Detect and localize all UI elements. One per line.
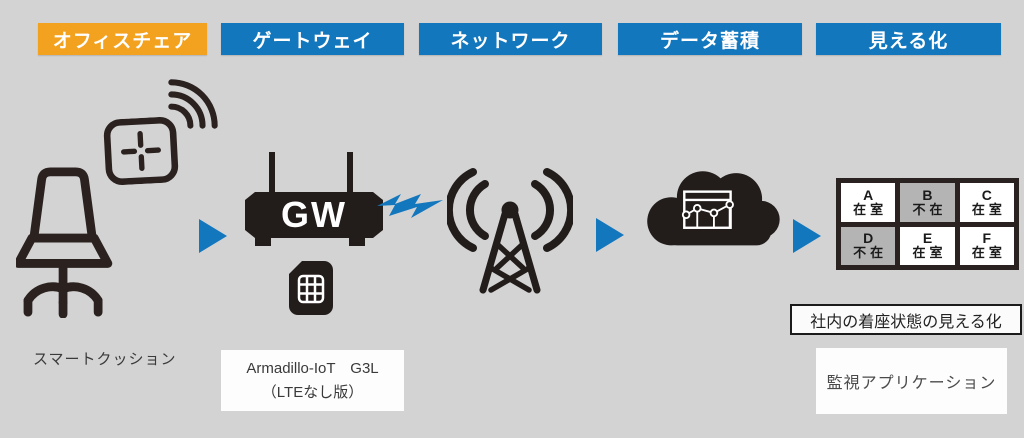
seat-cell-b: B 不在	[900, 183, 955, 222]
cloud-dashboard-icon	[647, 171, 780, 246]
seat-cell-status: 在室	[971, 201, 1006, 217]
gateway-router-icon: GW	[245, 152, 383, 246]
seat-cell-status: 不在	[912, 201, 947, 217]
arrow-right-icon	[199, 219, 227, 253]
seat-cell-id: D	[863, 230, 874, 247]
seat-cell-status: 在室	[912, 245, 947, 261]
seat-cell-f: F 在室	[959, 226, 1014, 265]
seat-status-grid: A 在室 B 不在 C 在室 D 不在 E 在室 F 在室	[836, 178, 1019, 270]
seat-cell-id: E	[922, 230, 933, 247]
seat-cell-status: 不在	[853, 245, 888, 261]
seat-cell-e: E 在室	[900, 226, 955, 265]
arrow-right-icon	[596, 218, 624, 252]
armadillo-variant-line: （LTEなし版）	[261, 383, 364, 401]
seat-cell-id: A	[863, 186, 874, 203]
arrow-right-icon	[793, 219, 821, 253]
seat-cell-id: F	[982, 230, 992, 247]
sim-card-icon	[289, 261, 333, 315]
smart-cushion-icon	[103, 116, 179, 186]
seat-cell-c: C 在室	[959, 183, 1014, 222]
seat-cell-d: D 不在	[841, 226, 896, 265]
armadillo-label-box: Armadillo-IoT G3L （LTEなし版）	[221, 350, 404, 411]
seat-cell-a: A 在室	[841, 183, 896, 222]
seat-cell-status: 在室	[971, 245, 1006, 261]
flow-step-office-chair: オフィスチェア	[38, 23, 207, 55]
flow-step-network: ネットワーク	[419, 23, 602, 55]
armadillo-model-line: Armadillo-IoT G3L	[246, 360, 379, 378]
flow-step-visualization: 見える化	[816, 23, 1001, 55]
wifi-waves-icon	[168, 79, 218, 129]
office-chair-icon	[16, 167, 113, 318]
lightning-bolt-icon	[377, 194, 443, 218]
seating-status-title: 社内の着座状態の見える化	[790, 304, 1022, 335]
radio-tower-icon	[447, 168, 573, 294]
seat-cell-id: B	[922, 186, 933, 203]
monitoring-app-label: 監視アプリケーション	[816, 348, 1007, 414]
smart-cushion-label: スマートクッション	[33, 351, 177, 368]
flow-step-data-storage: データ蓄積	[618, 23, 802, 55]
seat-cell-status: 在室	[853, 201, 888, 217]
seat-cell-id: C	[981, 186, 992, 203]
gateway-device-label: GW	[281, 194, 347, 235]
flow-step-gateway: ゲートウェイ	[221, 23, 404, 55]
